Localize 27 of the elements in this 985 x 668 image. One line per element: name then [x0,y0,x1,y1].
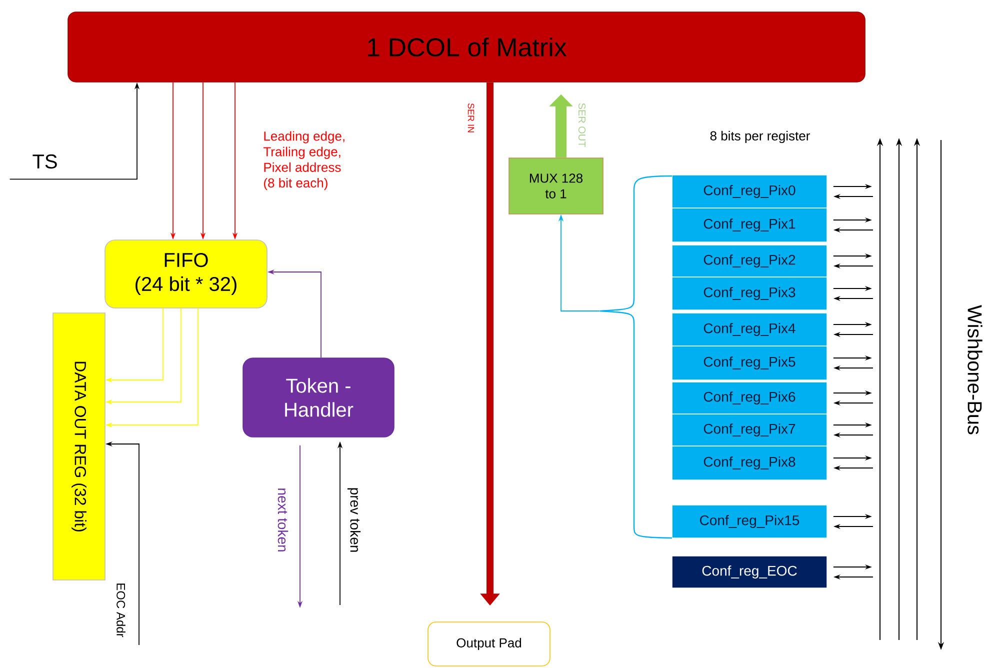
edge-label: SER OUT [578,103,586,147]
register-box: Conf_reg_Pix15 [672,504,828,538]
register-box: Conf_reg_Pix5 [672,346,828,380]
register-box: Conf_reg_Pix7 [672,414,828,446]
handler-box: Token - Handler [242,358,394,438]
register-box: Conf_reg_Pix2 [672,244,828,278]
register-note: 8 bits per register [710,130,810,144]
edge-label: prev token [347,488,361,552]
register-box: Conf_reg_Pix3 [672,276,828,310]
bus-label: Wishbone-Bus [968,305,982,434]
pad-box: Output Pad [428,622,550,666]
register-box: Conf_reg_Pix4 [672,312,828,346]
register-box: Conf_reg_EOC [672,556,828,588]
edge-label: SER IN [468,103,474,132]
edge-label: EOC Addr [116,584,126,638]
fifo-box: FIFO (24 bit * 32) [104,240,268,308]
register-box: DATA OUT REG (32 bit) [52,312,106,580]
matrix-box: 1 DCOL of Matrix [68,12,866,82]
register-box: Conf_reg_Pix8 [672,446,828,480]
register-box: Conf_reg_Pix1 [672,208,828,242]
register-box: Conf_reg_Pix6 [672,382,828,414]
signal-label: TS [32,154,57,169]
register-box: Conf_reg_Pix0 [672,174,828,208]
signal-note: Leading edge, Trailing edge, Pixel address (8 bit each) [264,131,344,190]
brace [599,175,672,539]
edge-label: next token [278,488,288,552]
mux-box: MUX 128 to 1 [508,158,604,214]
